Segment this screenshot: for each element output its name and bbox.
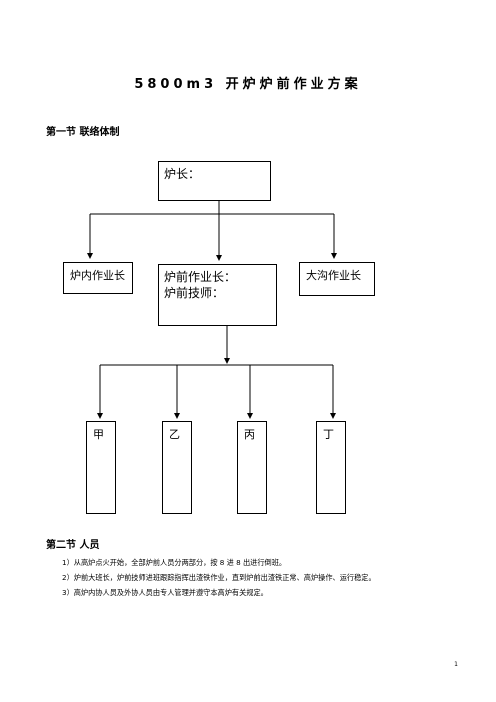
front-furnace-technician-label: 炉前技师： <box>164 286 225 300</box>
team-bing-box: 丙 <box>237 421 267 514</box>
inner-furnace-supervisor-label: 炉内作业长 <box>70 269 125 282</box>
section-2-heading: 第二节 人员 <box>46 540 100 551</box>
team-jia-label: 甲 <box>93 428 104 441</box>
main-trough-supervisor-box: 大沟作业长 <box>299 262 375 296</box>
section-2-item-3: 3）高炉内协人员及外协人员由专人管理并遵守本高炉有关规定。 <box>62 588 268 597</box>
team-bing-label: 丙 <box>244 428 255 441</box>
section-2-item-2: 2）炉前大班长，炉前技师进班跟踪指挥出渣铁作业，直到炉前出渣铁正常、高炉操作、运… <box>62 573 376 582</box>
team-ding-box: 丁 <box>316 421 346 514</box>
page-number: 1 <box>454 661 458 668</box>
main-trough-supervisor-label: 大沟作业长 <box>306 269 361 282</box>
front-furnace-supervisor-label: 炉前作业长： <box>164 270 237 284</box>
furnace-chief-box: 炉长： <box>158 161 271 201</box>
team-jia-box: 甲 <box>86 421 116 514</box>
section-1-heading: 第一节 联络体制 <box>46 127 120 138</box>
section-2-item-1: 1）从高炉点火开始，全部炉前人员分两部分，按 8 进 8 出进行倒班。 <box>62 558 287 567</box>
front-furnace-supervisor-box: 炉前作业长： 炉前技师： <box>158 264 277 326</box>
document-title: 5800m3 开炉炉前作业方案 <box>134 77 362 92</box>
team-yi-box: 乙 <box>162 421 192 514</box>
team-yi-label: 乙 <box>169 428 180 441</box>
team-ding-label: 丁 <box>323 428 334 441</box>
furnace-chief-label: 炉长： <box>164 167 201 181</box>
inner-furnace-supervisor-box: 炉内作业长 <box>63 262 133 294</box>
